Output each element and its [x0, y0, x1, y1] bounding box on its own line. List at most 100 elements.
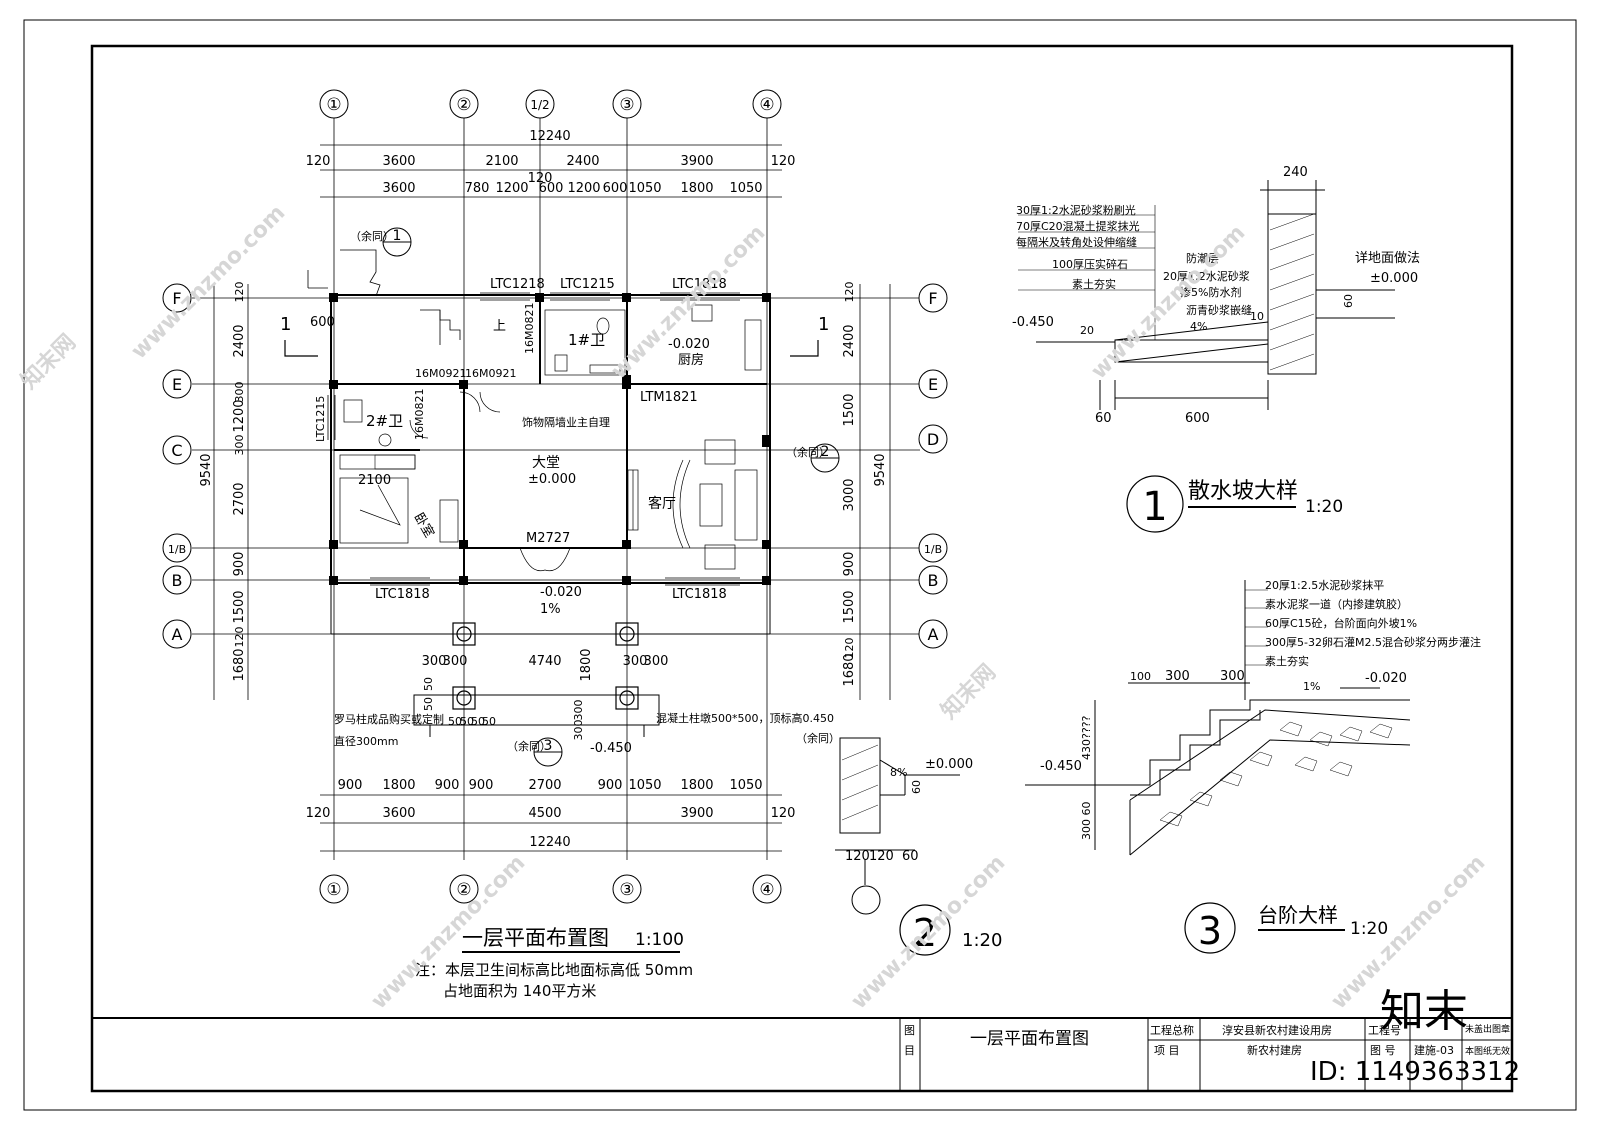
- plan-note-2: 占地面积为 140平方米: [443, 982, 596, 1000]
- ltc1215-top: LTC1215: [560, 277, 615, 292]
- dim-top-r2-1: 780: [465, 181, 490, 196]
- dim-top-r2-4: 600: [539, 181, 564, 196]
- dim-right-6: 120: [843, 638, 856, 659]
- d1-elev0: ±0.000: [1370, 271, 1418, 286]
- dim-top-r2-9: 1050: [729, 181, 762, 196]
- wm-id: ID: 1149363312: [1310, 1057, 1520, 1087]
- dim-bot-r2-4: 120: [771, 806, 796, 821]
- axis-left-f: F: [172, 289, 181, 308]
- axis-left-e: E: [172, 375, 182, 394]
- ref-bubble-2: 2: [821, 444, 830, 460]
- hall-label: 大堂: [532, 455, 560, 471]
- d1-floor: 详地面做法: [1355, 251, 1420, 266]
- room-labels: 上 600 1 1 1#卫 -0.020 厨房 2#卫 大堂 ±0.000 客厅…: [280, 314, 829, 756]
- dims-bottom: 900 1800 900 900 2700 900 1050 1800 1050…: [306, 778, 796, 850]
- bedroom-label: 卧室: [411, 510, 438, 541]
- section-left: 1: [280, 314, 291, 335]
- d1-scale: 1:20: [1305, 497, 1343, 517]
- dim-left-7: 1500: [232, 590, 247, 623]
- ref-same-2: （余同）: [786, 445, 830, 459]
- title-block: 图 目 一层平面布置图 工程总称 淳安县新农村建设用房 项 目 新农村建房 工程…: [91, 1017, 1513, 1092]
- m0821-a: 16M0821: [523, 303, 536, 354]
- d1-title: 散水坡大样: [1188, 479, 1298, 504]
- dim-porch-h1: 50: [460, 715, 474, 728]
- ltc1818-bl: LTC1818: [375, 587, 430, 602]
- d2-scale: 1:20: [962, 930, 1002, 951]
- m2727: M2727: [526, 531, 570, 546]
- d2-slope: 8%: [890, 766, 907, 779]
- dim-left-6: 900: [232, 552, 247, 577]
- dim-left-total: 9540: [199, 453, 214, 486]
- d3-scale: 1:20: [1350, 919, 1388, 939]
- dim-top-r1-0: 120: [306, 154, 331, 169]
- d1-layer-0: 30厚1:2水泥砂浆粉刷光: [1016, 203, 1136, 217]
- dim-porch-v0: 50: [422, 677, 435, 691]
- dim-left-2: 300: [233, 382, 246, 403]
- plan-note-1: 注：本层卫生间标高比地面标高低 50mm: [415, 961, 693, 979]
- d3-layer-2: 60厚C15砼，台阶面向外坡1%: [1265, 616, 1417, 630]
- detail-3: 20厚1:2.5水泥砂浆抹平 素水泥浆一道（内掺建筑胶） 60厚C15砼，台阶面…: [1025, 578, 1481, 954]
- ltc1818-top: LTC1818: [672, 277, 727, 292]
- ref-bubble-1: 1: [393, 228, 402, 244]
- tb-item-label: 项 目: [1154, 1044, 1180, 1057]
- dim-left-8: 120: [233, 627, 246, 648]
- d1-60v: 60: [1342, 294, 1355, 308]
- dim-bot-r1-0: 900: [338, 778, 363, 793]
- partition-note: 饰物隔墙业主自理: [522, 415, 610, 429]
- dim-porch-v1: 50: [422, 697, 435, 711]
- axis-bottom-4: ④: [759, 880, 774, 900]
- dim-right-0: 120: [843, 282, 856, 303]
- axis-top-3: ③: [619, 95, 634, 115]
- dim-right-3: 3000: [842, 478, 857, 511]
- ref-same-1: （余同）: [350, 229, 394, 243]
- tb-fig-label: 图 号: [1370, 1044, 1396, 1057]
- m0921-a: 16M0921: [415, 367, 466, 380]
- d3-dim-2: 300: [1220, 669, 1245, 684]
- dim-porch-2: 4740: [528, 654, 561, 669]
- axis-bubbles-top: ① ② 1/2 ③ ④: [319, 89, 782, 119]
- section-right: 1: [818, 314, 829, 335]
- tb-stamp-1: 未盖出图章: [1465, 1023, 1510, 1035]
- tb-proj-label: 工程总称: [1150, 1023, 1194, 1037]
- d3-elev-top: -0.020: [1365, 671, 1407, 686]
- axis-right-e: E: [928, 375, 938, 394]
- d3-v: 300 60: [1080, 802, 1093, 841]
- dim-bot-r1-3: 900: [469, 778, 494, 793]
- d1-layer-3: 100厚压实碎石: [1052, 257, 1128, 271]
- d1-dpc-3: 沥青砂浆嵌缝: [1186, 303, 1252, 317]
- tb-fig: 建施-03: [1414, 1043, 1454, 1057]
- axis-bottom-3: ③: [619, 880, 634, 900]
- d1-slope: 4%: [1190, 320, 1207, 333]
- column-note-2: 混凝土柱墩500*500，顶标高0.450: [656, 711, 834, 725]
- d2-dim-0: 120: [845, 849, 870, 864]
- dim-top-r2-7: 1050: [628, 181, 661, 196]
- dim-porch-1: 300: [443, 654, 468, 669]
- axis-bubbles-right: F E D 1/B B A: [918, 283, 948, 649]
- dim-top-total: 12240: [529, 129, 570, 144]
- dim-porch-3: 1800: [579, 648, 594, 681]
- tb-tu: 图: [904, 1024, 915, 1037]
- dim-right-4: 900: [842, 552, 857, 577]
- dim-porch-0: 300: [422, 654, 447, 669]
- tb-item: 新农村建房: [1247, 1043, 1302, 1057]
- axis-right-a: A: [928, 625, 939, 644]
- dim-top-r1-5: 120: [771, 154, 796, 169]
- hall-elev: ±0.000: [528, 472, 576, 487]
- dim-bot-r2-1: 3600: [382, 806, 415, 821]
- dim-right-total: 9540: [873, 453, 888, 486]
- d1-layer-2: 每隔米及转角处设伸缩缝: [1016, 235, 1137, 249]
- tb-mu: 目: [904, 1044, 915, 1057]
- d1-layer-1: 70厚C20混凝土提浆抹光: [1016, 219, 1140, 233]
- dim-porch-h0: 50: [448, 715, 462, 728]
- dim-top-r2-2: 1200: [495, 181, 528, 196]
- tb-name: 一层平面布置图: [970, 1029, 1089, 1049]
- d3-dim-1: 300: [1165, 669, 1190, 684]
- tb-no-label: 工程号: [1368, 1024, 1401, 1037]
- d1-20: 20: [1080, 324, 1094, 337]
- dim-right-1: 2400: [842, 324, 857, 357]
- d2-num: 2: [913, 911, 937, 955]
- dim-porch-h2: 50: [471, 715, 485, 728]
- dim-bot-r1-7: 1800: [680, 778, 713, 793]
- detail-1: 30厚1:2水泥砂浆粉刷光 70厚C20混凝土提浆抹光 每隔米及转角处设伸缩缝 …: [1012, 165, 1420, 533]
- detail-2: 8% ±0.000 60 120 120 60 2 1:20: [835, 737, 1002, 956]
